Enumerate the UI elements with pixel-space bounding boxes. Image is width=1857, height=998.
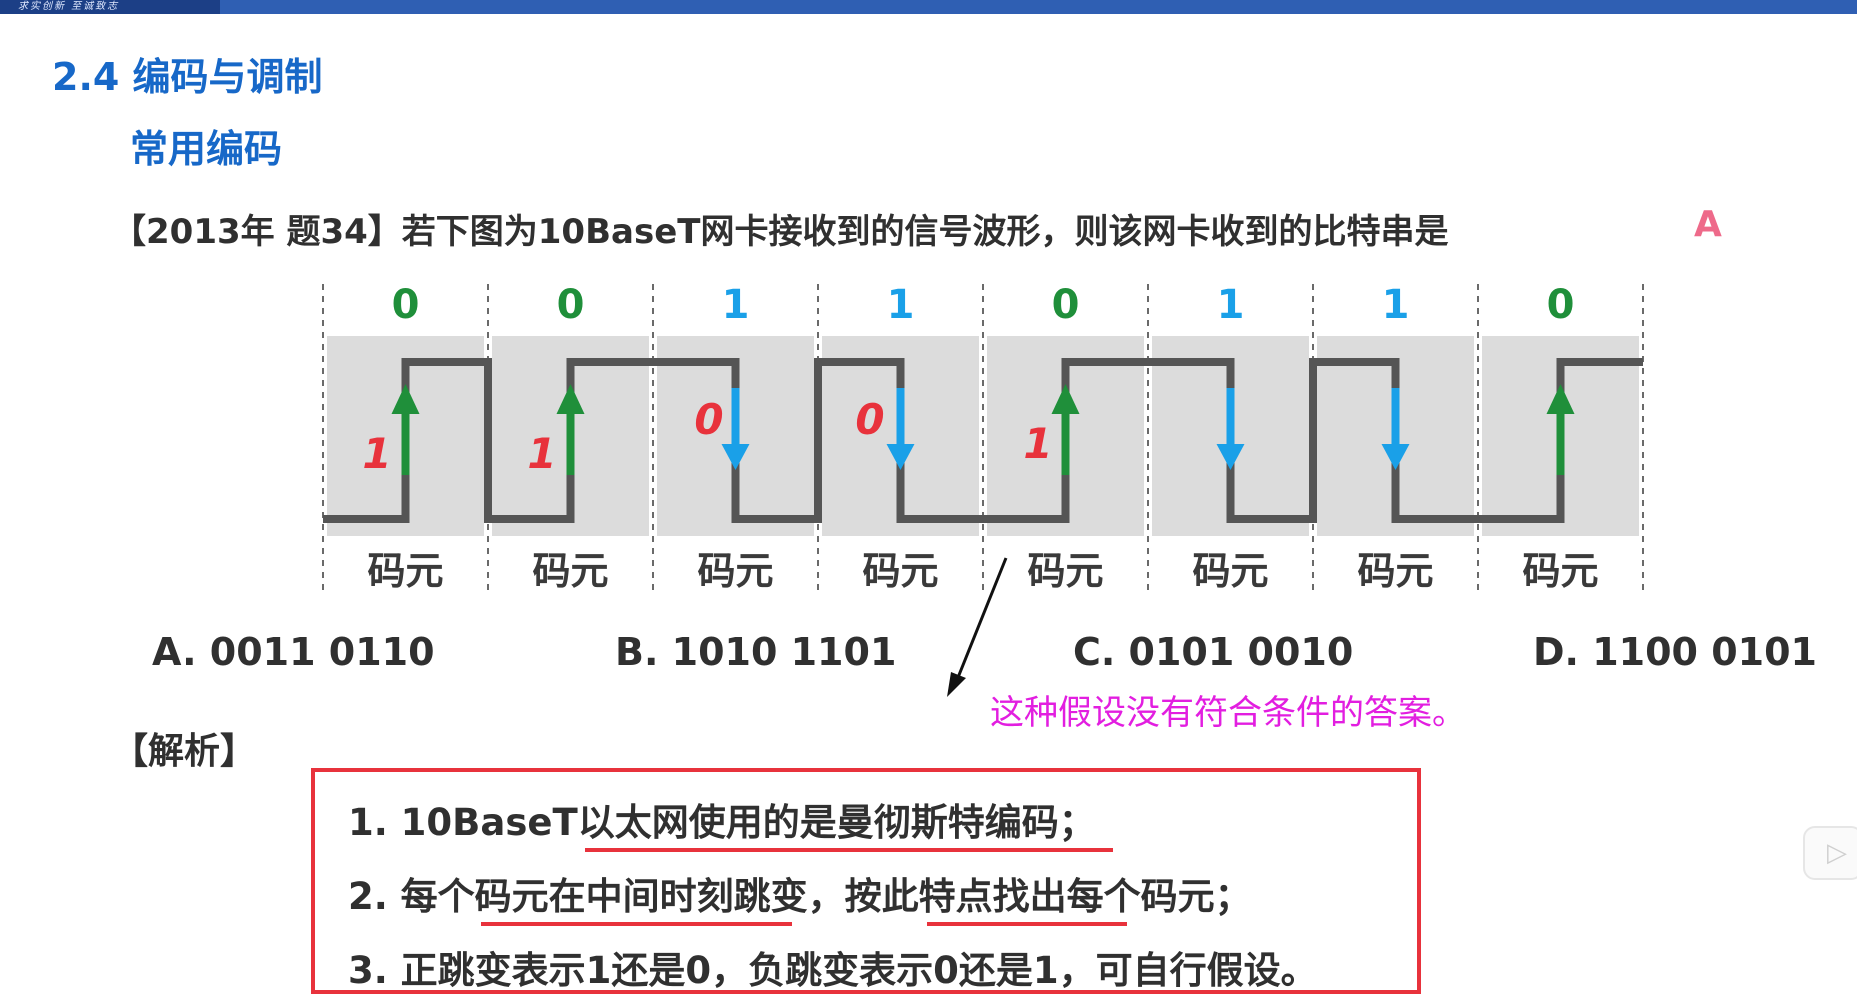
handwritten-mark-2: 1 <box>527 429 556 478</box>
bit-label-2: 0 <box>557 282 585 328</box>
bit-label-1: 0 <box>392 282 420 328</box>
up-arrow-head <box>1546 384 1575 414</box>
cell-dividers <box>322 284 1644 592</box>
up-arrow-head <box>391 384 420 414</box>
underline-1 <box>585 848 1113 852</box>
cell-label-2: 码元 <box>532 549 608 593</box>
down-arrow-head <box>1216 444 1245 470</box>
underline-2a <box>481 922 792 926</box>
cell-labels: 码元 码元 码元 码元 码元 码元 码元 码元 <box>367 549 1598 593</box>
bit-labels: 0 0 1 1 0 1 1 0 <box>392 282 1575 328</box>
cell-label-4: 码元 <box>862 549 938 593</box>
bit-label-8: 0 <box>1547 282 1575 328</box>
down-arrow-head <box>886 444 915 470</box>
bit-cell-3 <box>657 336 814 536</box>
analysis-line-2: 2. 每个码元在中间时刻跳变，按此特点找出每个码元； <box>348 875 1252 918</box>
bit-cell-backgrounds <box>327 336 1639 536</box>
cell-label-6: 码元 <box>1192 549 1268 593</box>
bit-cell-4 <box>822 336 979 536</box>
transition-arrows <box>391 384 1575 475</box>
handwritten-marks: 1 1 0 0 1 <box>362 395 1052 478</box>
cell-label-8: 码元 <box>1522 549 1598 593</box>
option-d: D. 1100 0101 <box>1533 630 1817 674</box>
analysis-line-3: 3. 正跳变表示1还是0，负跳变表示0还是1，可自行假设。 <box>348 949 1318 992</box>
bit-cell-2 <box>492 336 649 536</box>
bit-cell-6 <box>1152 336 1309 536</box>
bit-cell-8 <box>1482 336 1639 536</box>
bit-label-7: 1 <box>1382 282 1410 328</box>
cell-label-7: 码元 <box>1357 549 1433 593</box>
down-arrow-head <box>1381 444 1410 470</box>
handwritten-mark-3: 0 <box>694 395 723 444</box>
answer-mark: A <box>1694 204 1722 245</box>
analysis-label: 【解析】 <box>112 731 257 772</box>
underline-2b <box>927 922 1127 926</box>
pointer-arrow <box>947 557 1008 697</box>
analysis-line-1: 1. 10BaseT以太网使用的是曼彻斯特编码； <box>348 801 1096 844</box>
video-play-button[interactable]: ▷ <box>1803 826 1857 880</box>
down-arrow-head <box>721 444 750 470</box>
bit-label-5: 0 <box>1052 282 1080 328</box>
up-arrow-head <box>556 384 585 414</box>
top-banner: 求实创新 至诚致志 <box>0 0 1857 14</box>
bit-label-3: 1 <box>722 282 750 328</box>
university-logo-strip <box>0 0 220 14</box>
bit-label-4: 1 <box>887 282 915 328</box>
sub-title: 常用编码 <box>130 127 283 171</box>
cell-label-1: 码元 <box>367 549 443 593</box>
option-c: C. 0101 0010 <box>1073 630 1354 674</box>
bit-cell-1 <box>327 336 484 536</box>
bit-cell-7 <box>1317 336 1474 536</box>
play-icon: ▷ <box>1827 838 1847 868</box>
option-b: B. 1010 1101 <box>615 630 897 674</box>
up-arrow-head <box>1051 384 1080 414</box>
cell-label-5: 码元 <box>1027 549 1103 593</box>
university-motto: 求实创新 至诚致志 <box>18 1 120 12</box>
option-a: A. 0011 0110 <box>152 630 435 674</box>
analysis-box: 1. 10BaseT以太网使用的是曼彻斯特编码； 2. 每个码元在中间时刻跳变，… <box>311 768 1421 994</box>
signal-waveform <box>323 358 1643 523</box>
bit-cell-5 <box>987 336 1144 536</box>
handwritten-mark-5: 1 <box>1023 419 1052 468</box>
handwritten-mark-1: 1 <box>362 429 391 478</box>
section-title: 2.4 编码与调制 <box>52 55 323 99</box>
bit-label-6: 1 <box>1217 282 1245 328</box>
handwritten-mark-4: 0 <box>855 395 884 444</box>
question-text: 【2013年 题34】若下图为10BaseT网卡接收到的信号波形，则该网卡收到的… <box>112 212 1449 252</box>
cell-label-3: 码元 <box>697 549 773 593</box>
annotation-note: 这种假设没有符合条件的答案。 <box>990 693 1466 733</box>
